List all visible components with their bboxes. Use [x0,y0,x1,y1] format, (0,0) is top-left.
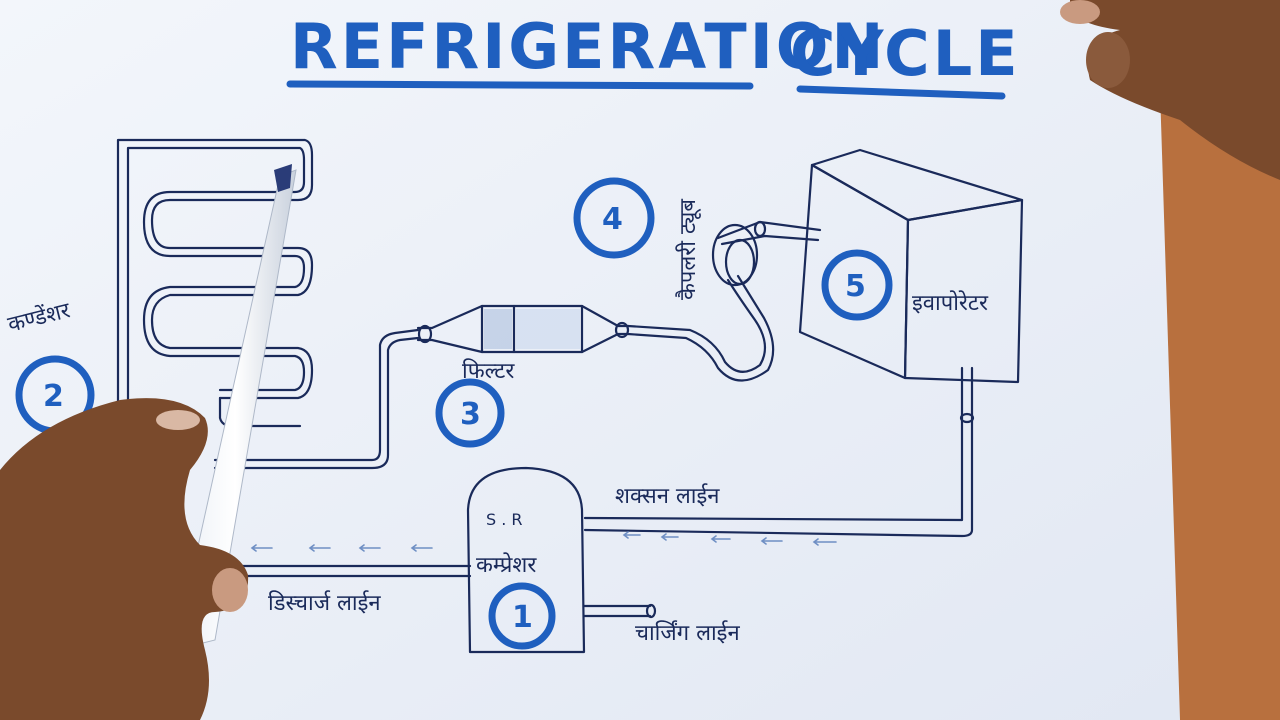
evaporator-label: इवापोरेटर [912,290,989,316]
svg-text:1: 1 [512,600,533,635]
compressor-body [466,466,586,654]
discharge-line-label: डिस्चार्ज लाईन [268,590,381,616]
suction-flow-arrows [622,531,837,546]
paper-sheet [0,0,1180,720]
badge-3: 3 [435,378,505,448]
svg-text:3: 3 [460,397,481,432]
title-underline-2 [796,85,1006,100]
suction-line [583,366,975,538]
filter-drier [416,304,630,354]
capillary-tube [626,220,822,382]
title-underline-1 [286,80,754,90]
capillary-label: कैपलरी ट्यूब [675,199,702,300]
title-refrigeration: REFRIGERATION [290,10,886,83]
suction-line-label: शक्सन लाईन [615,483,720,509]
title-cycle: CYCLE [790,17,1021,90]
hand-right [1060,0,1280,180]
hand-left [0,398,249,720]
pen [174,164,297,651]
svg-text:2: 2 [43,379,64,414]
compressor-marks: S . R [486,510,523,529]
discharge-line [228,564,472,578]
badge-5: 5 [821,249,893,321]
svg-text:5: 5 [845,269,866,304]
discharge-flow-arrows [250,544,433,552]
svg-text:4: 4 [602,202,623,237]
charging-line-label: चार्जिंग लाईन [635,620,740,646]
badge-4: 4 [573,177,655,259]
compressor-label: कम्प्रेशर [476,552,537,578]
evaporator-box [798,148,1024,384]
charging-line [582,603,657,619]
badge-1: 1 [488,582,556,650]
